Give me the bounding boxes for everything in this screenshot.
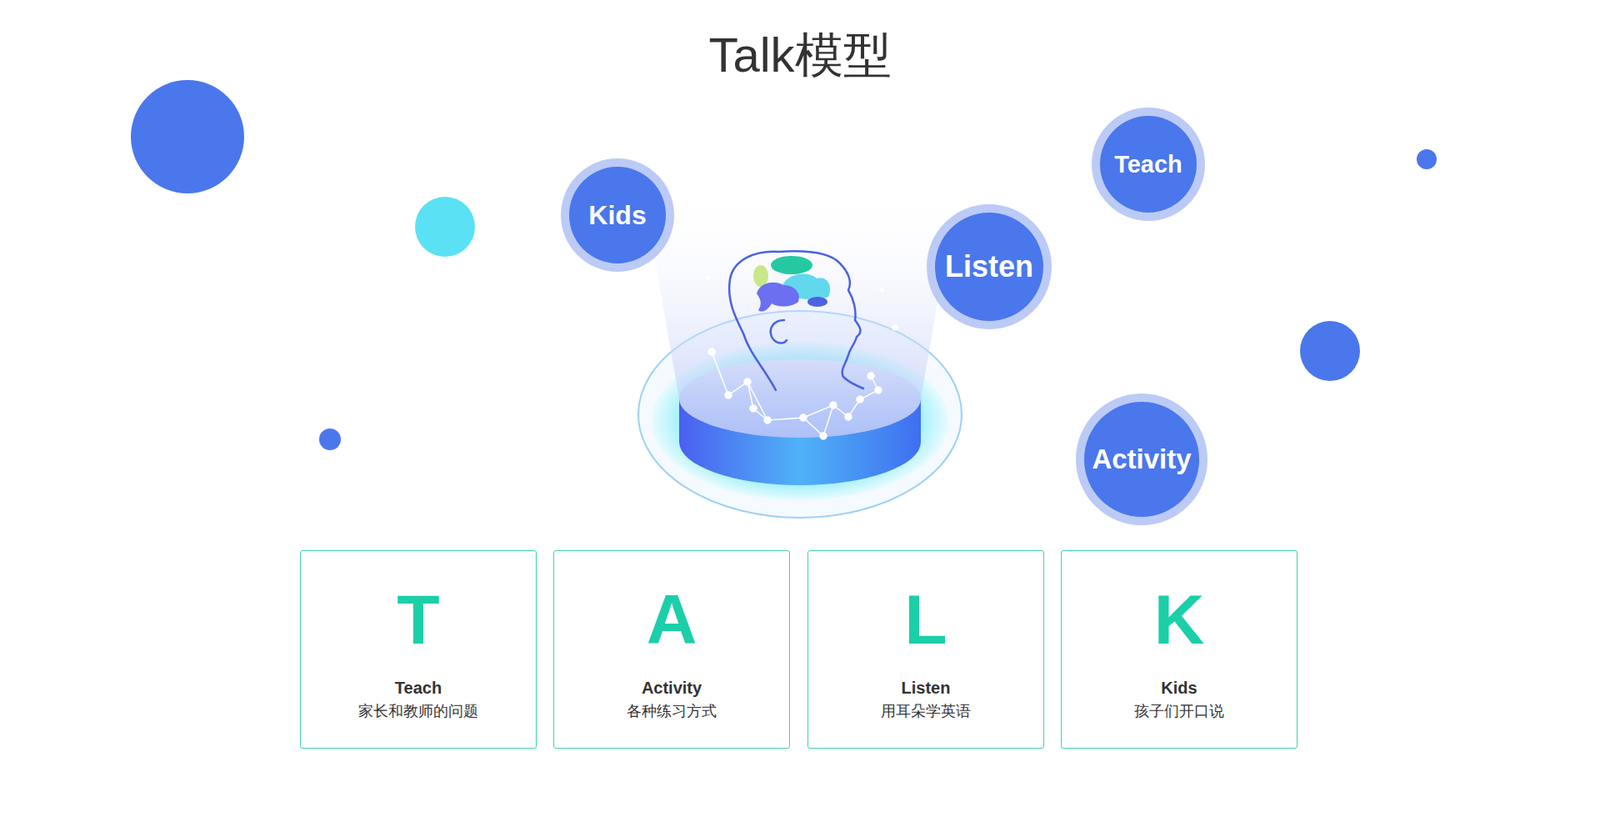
- letter-card: A Activity 各种练习方式: [553, 550, 790, 749]
- brain: [753, 255, 830, 312]
- initial-letter: K: [1061, 584, 1297, 655]
- term-name: Activity: [554, 677, 790, 698]
- term-name: Listen: [808, 677, 1044, 698]
- term-description: 各种练习方式: [554, 702, 790, 721]
- deco-dot: [415, 196, 475, 257]
- keyword-label: Teach: [1114, 150, 1183, 179]
- keyword-label: Kids: [588, 200, 646, 231]
- deco-dot: [319, 428, 341, 450]
- term-name: Kids: [1061, 677, 1297, 698]
- term-name: Teach: [300, 677, 536, 698]
- term-description: 家长和教师的问题: [300, 702, 536, 721]
- initial-letter: A: [554, 584, 790, 655]
- letter-card: L Listen 用耳朵学英语: [807, 550, 1045, 749]
- keyword-circle: Kids: [569, 166, 666, 264]
- keyword-label: Listen: [945, 249, 1034, 285]
- deco-dot: [1416, 149, 1437, 170]
- deco-dot: [130, 80, 245, 194]
- keyword-circle: Activity: [1084, 401, 1200, 517]
- term-description: 孩子们开口说: [1061, 702, 1297, 721]
- head-outline: [729, 250, 864, 390]
- deco-dot: [1300, 320, 1360, 381]
- diagram-title: Talk模型: [0, 23, 1600, 89]
- keyword-label: Activity: [1091, 443, 1191, 475]
- initial-letter: L: [808, 584, 1044, 655]
- initial-letter: T: [300, 584, 536, 655]
- keyword-circle: Listen: [935, 212, 1044, 321]
- letter-card: K Kids 孩子们开口说: [1060, 550, 1298, 749]
- network: [706, 275, 898, 440]
- term-description: 用耳朵学英语: [808, 702, 1044, 721]
- letter-card: T Teach 家长和教师的问题: [300, 550, 537, 749]
- keyword-circle: Teach: [1100, 115, 1197, 213]
- light-beam: [641, 183, 959, 438]
